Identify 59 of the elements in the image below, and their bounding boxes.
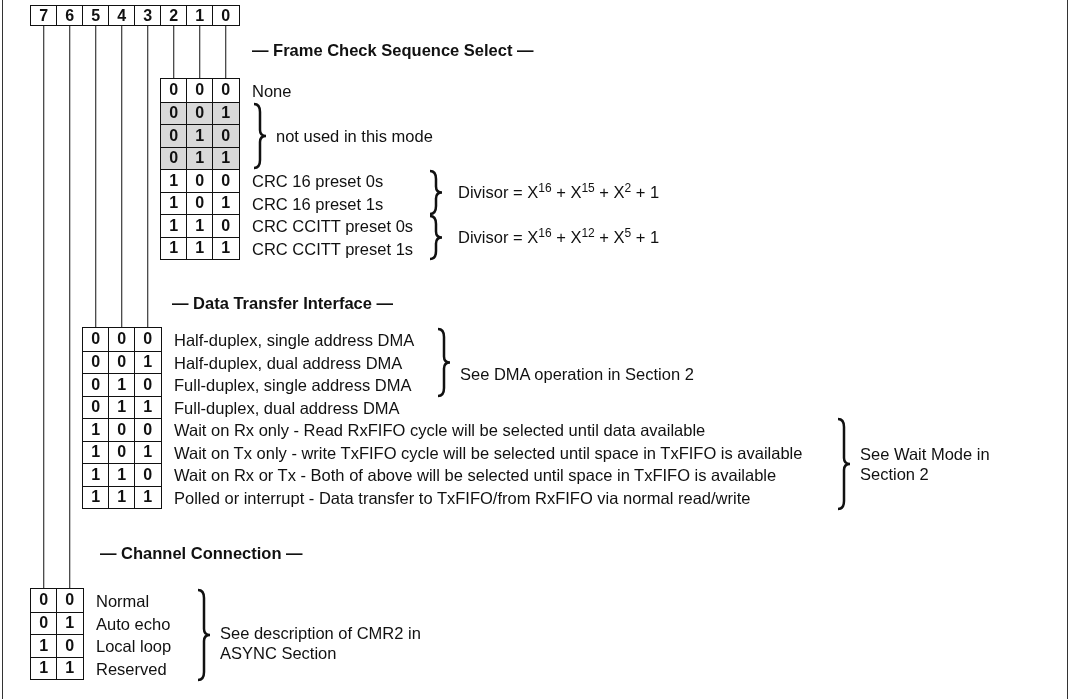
description-text: Normal (96, 591, 150, 611)
description-text: Half-duplex, single address DMA (174, 330, 415, 350)
bit-value: 0 (161, 101, 187, 124)
description-text: Reserved (96, 658, 167, 679)
connector-line (95, 25, 97, 328)
bit-number-cell: 0 (212, 5, 240, 26)
bit-value-column (134, 327, 162, 509)
bit-value-column (30, 588, 58, 680)
connector-line (225, 25, 227, 79)
bit-value: 0 (213, 124, 239, 147)
description-text: Polled or interrupt - Data transfer to TxFIFO/from RxFIFO via normal read/write (174, 487, 751, 508)
bit-number-cell: 5 (82, 5, 110, 26)
description-text: See description of CMR2 in ASYNC Section (220, 623, 422, 663)
description-text: Full-duplex, dual address DMA (174, 397, 400, 418)
description-text: CRC CCITT preset 0s (252, 216, 414, 236)
description-text: Full-duplex, single address DMA (174, 375, 412, 395)
description-text: Divisor = X$^{16}$ + X$^{12}$ + X$^{5}$ + 1 (458, 227, 660, 247)
section-heading: — Data Transfer Interface — (172, 293, 393, 313)
description-text: See Wait Mode in Section 2 (860, 444, 991, 484)
section-heading: — Channel Connection — (100, 543, 303, 563)
description-text: Half-duplex, dual address DMA (174, 352, 403, 373)
bit-number-cell: 4 (108, 5, 136, 26)
description-text: not used in this mode (276, 126, 433, 146)
bit-value-column (186, 78, 214, 260)
description-text: CRC 16 preset 1s (252, 193, 384, 214)
bit-value: 0 (161, 146, 187, 169)
bit-value-column (82, 327, 110, 509)
description-text: See DMA operation in Section 2 (460, 364, 694, 384)
bit-value-column (160, 78, 188, 260)
description-text: Divisor = X$^{16}$ + X$^{15}$ + X$^{2}$ + 1 (458, 182, 660, 202)
bit-number-cell: 6 (56, 5, 84, 26)
connector-line (43, 25, 45, 589)
bit-value-column (108, 327, 136, 509)
description-text: CRC CCITT preset 1s (252, 238, 414, 259)
bit-value: 1 (187, 146, 213, 169)
connector-line (199, 25, 201, 79)
section-heading: — Frame Check Sequence Select — (252, 40, 534, 60)
description-text: Wait on Rx only - Read RxFIFO cycle will be selected until data available (174, 420, 706, 440)
description-text: CRC 16 preset 0s (252, 171, 384, 191)
bit-number-cell: 2 (160, 5, 188, 26)
description-text: Auto echo (96, 613, 171, 634)
connector-line (69, 25, 71, 589)
bit-number-cell: 3 (134, 5, 162, 26)
bit-value: 1 (213, 101, 239, 124)
description-text: Wait on Tx only - write TxFIFO cycle will be selected until space in TxFIFO is available (174, 442, 803, 463)
description-text: None (252, 81, 292, 101)
bit-value-column (56, 588, 84, 680)
bit-value-column (212, 78, 240, 260)
description-text: Wait on Rx or Tx - Both of above will be selected until space in TxFIFO is available (174, 465, 777, 485)
bit-value: 0 (187, 101, 213, 124)
connector-line (173, 25, 175, 79)
bit-number-cell: 7 (30, 5, 58, 26)
description-text: Local loop (96, 636, 172, 656)
bit-value: 1 (187, 124, 213, 147)
connector-line (147, 25, 149, 328)
connector-line (121, 25, 123, 328)
bit-value: 0 (161, 124, 187, 147)
bit-value: 1 (213, 146, 239, 169)
bit-number-cell: 1 (186, 5, 214, 26)
